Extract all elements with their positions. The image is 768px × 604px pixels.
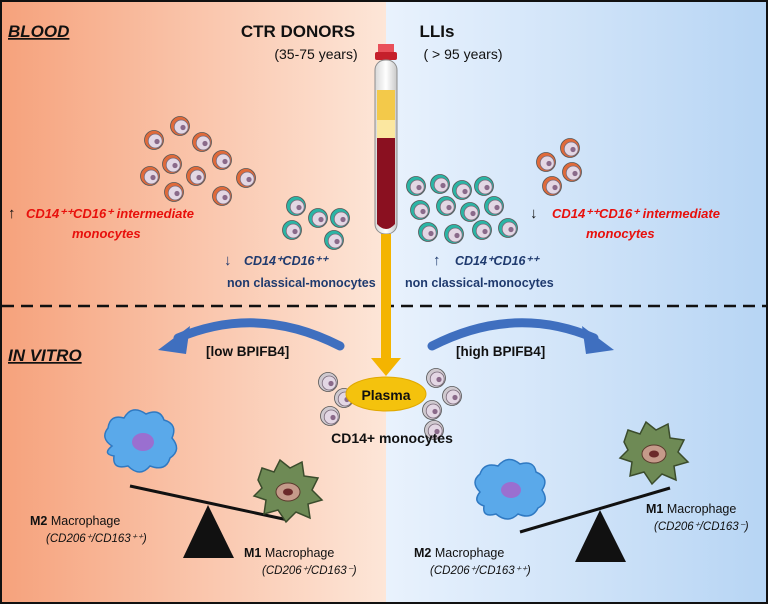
- monocyte-cell: [442, 386, 462, 406]
- monocyte-cell: [282, 220, 302, 240]
- right-seesaw-beam: [519, 486, 671, 534]
- monocyte-cell: [192, 132, 212, 152]
- monocyte-cell: [170, 116, 190, 136]
- monocyte-cell: [536, 152, 556, 172]
- plasma-label: Plasma: [361, 387, 410, 403]
- intermediate-monocytes-control: [140, 116, 256, 206]
- left-nonclassical-arrow: ↓: [224, 252, 232, 269]
- high-bpifb4-label: [high BPIFB4]: [456, 344, 545, 359]
- right-nonclassical-label: CD14⁺CD16⁺⁺: [455, 254, 540, 268]
- monocyte-cell: [410, 200, 430, 220]
- monocyte-cell: [424, 420, 444, 440]
- left-m2-name: M2 Macrophage: [30, 514, 120, 528]
- monocyte-cell: [406, 176, 426, 196]
- low-bpifb4-label: [low BPIFB4]: [206, 344, 289, 359]
- left-intermediate-label-2: monocytes: [72, 226, 141, 241]
- blood-section-label: BLOOD: [8, 22, 69, 41]
- monocyte-cell: [560, 138, 580, 158]
- monocyte-cell: [186, 166, 206, 186]
- monocyte-cell: [444, 224, 464, 244]
- monocyte-cell: [436, 196, 456, 216]
- right-m1-markers: (CD206⁺/CD163⁻): [654, 521, 749, 533]
- monocyte-cell: [144, 130, 164, 150]
- nonclassical-monocytes-control: [282, 196, 350, 250]
- low-bpifb4-arrow-head: [158, 326, 190, 354]
- right-m2-markers: (CD206⁺/CD163⁺⁺): [430, 565, 531, 577]
- left-m2-markers: (CD206⁺/CD163⁺⁺): [46, 533, 147, 545]
- monocyte-cell: [484, 196, 504, 216]
- right-seesaw-fulcrum: [575, 510, 626, 562]
- llis-group-title: LLIs: [420, 22, 455, 41]
- control-group-title: CTR DONORS: [241, 22, 355, 41]
- right-m1-macrophage-cell: [618, 420, 690, 486]
- right-intermediate-label: CD14⁺⁺CD16⁺ intermediate: [552, 206, 720, 221]
- plasma-arrow-head: [371, 358, 401, 376]
- monocyte-cell: [212, 186, 232, 206]
- right-nonclassical-arrow: ↑: [433, 252, 441, 269]
- left-m1-macrophage-cell: [252, 458, 324, 524]
- monocyte-cell: [324, 230, 344, 250]
- monocyte-cell: [474, 176, 494, 196]
- monocyte-cell: [286, 196, 306, 216]
- llis-panel-bg: [386, 2, 766, 602]
- llis-group-age: ( > 95 years): [424, 46, 503, 62]
- monocyte-cell: [320, 406, 340, 426]
- control-panel-bg: [2, 2, 386, 602]
- right-m2-name: M2 Macrophage: [414, 546, 504, 560]
- left-nonclassical-label: CD14⁺CD16⁺⁺: [244, 254, 329, 268]
- cd14-monocytes-cluster: [318, 368, 462, 440]
- monocyte-cell: [140, 166, 160, 186]
- left-intermediate-label: CD14⁺⁺CD16⁺ intermediate: [26, 206, 194, 221]
- left-m1-markers: (CD206⁺/CD163⁻): [262, 565, 357, 577]
- left-nonclassical-label-2: non classical-monocytes: [227, 276, 376, 290]
- monocyte-cell: [308, 208, 328, 228]
- monocyte-cell: [498, 218, 518, 238]
- plasma-ellipse: [345, 376, 427, 412]
- left-m1-name: M1 Macrophage: [244, 546, 334, 560]
- right-intermediate-arrow: ↓: [530, 205, 538, 222]
- monocyte-cell: [330, 208, 350, 228]
- monocyte-cell: [562, 162, 582, 182]
- control-group-age: (35-75 years): [274, 46, 357, 62]
- low-bpifb4-curved-arrow: [173, 318, 345, 351]
- monocyte-cell: [460, 202, 480, 222]
- high-bpifb4-arrow-head: [582, 326, 614, 354]
- left-intermediate-arrow: ↑: [8, 205, 16, 222]
- right-m1-name: M1 Macrophage: [646, 502, 736, 516]
- monocyte-cell: [236, 168, 256, 188]
- monocyte-cell: [422, 400, 442, 420]
- left-seesaw-fulcrum: [183, 505, 234, 558]
- monocyte-cell: [426, 368, 446, 388]
- left-seesaw-beam: [129, 484, 289, 522]
- intermediate-monocytes-llis: [536, 138, 582, 196]
- monocyte-cell: [162, 154, 182, 174]
- blood-tube: [374, 44, 398, 235]
- monocyte-cell: [472, 220, 492, 240]
- monocyte-cell: [452, 180, 472, 200]
- monocyte-cell: [430, 174, 450, 194]
- right-m2-macrophage-cell: [474, 458, 546, 520]
- monocyte-cell: [418, 222, 438, 242]
- plasma-arrow-shaft: [381, 234, 391, 360]
- in-vitro-section-label: IN VITRO: [8, 346, 82, 365]
- monocyte-cell: [542, 176, 562, 196]
- monocyte-cell: [318, 372, 338, 392]
- monocyte-cell: [164, 182, 184, 202]
- right-nonclassical-label-2: non classical-monocytes: [405, 276, 554, 290]
- monocyte-cell: [212, 150, 232, 170]
- left-m2-macrophage-cell: [104, 409, 178, 473]
- right-intermediate-label-2: monocytes: [586, 226, 655, 241]
- high-bpifb4-curved-arrow: [427, 318, 599, 351]
- cd14-monocytes-label: CD14+ monocytes: [331, 430, 453, 446]
- nonclassical-monocytes-llis: [406, 174, 518, 244]
